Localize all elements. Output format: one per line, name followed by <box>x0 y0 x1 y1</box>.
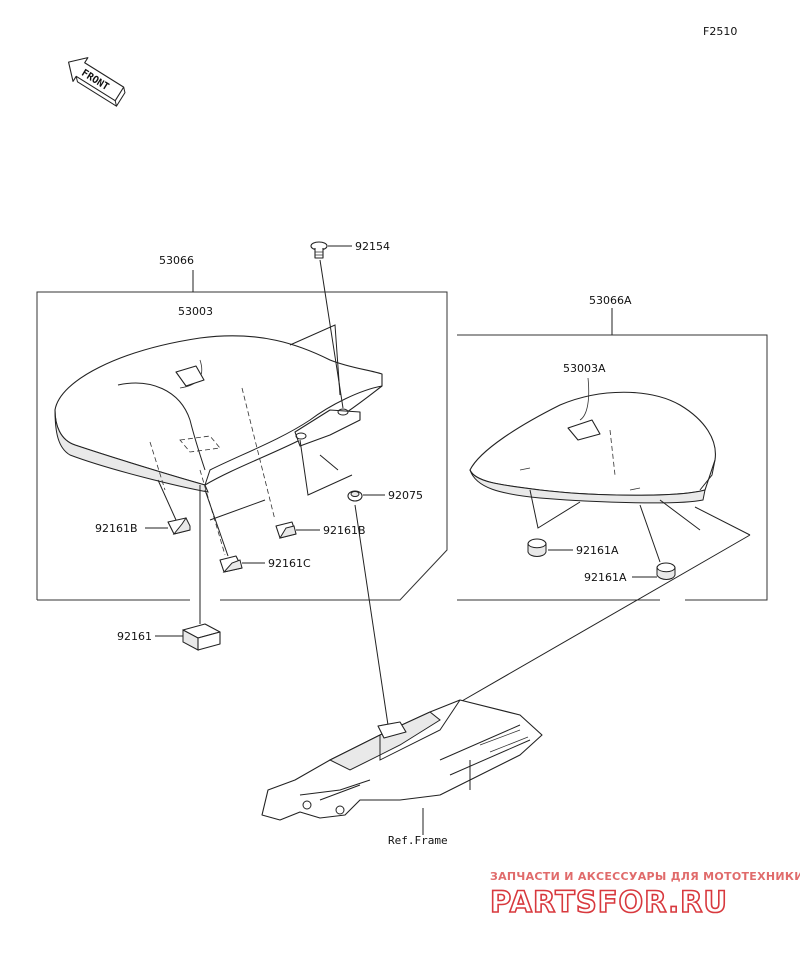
seat-main-cover-label: 53003 <box>178 305 213 318</box>
damper-icon <box>182 623 221 651</box>
rear-seat-axis-line <box>454 534 751 706</box>
damper-c-label: 92161C <box>268 557 311 570</box>
damper-c-icon <box>219 555 243 573</box>
watermark-brand: PARTSFOR.RU <box>490 885 728 919</box>
seat-main-group: 53066 53003 92154 <box>36 240 448 651</box>
damper-b-left-label: 92161B <box>95 522 138 535</box>
grommet-label: 92075 <box>388 489 423 502</box>
frame-group: Ref.Frame <box>261 504 751 847</box>
bolt-axis-line <box>319 259 344 409</box>
seat-rear-cover-label: 53003A <box>563 362 606 375</box>
grommet-icon <box>347 490 363 502</box>
watermark-tagline: ЗАПЧАСТИ И АКСЕССУАРЫ ДЛЯ МОТОТЕХНИКИ <box>490 870 800 883</box>
guide-line <box>149 441 166 491</box>
watermark-logo: ЗАПЧАСТИ И АКСЕССУАРЫ ДЛЯ МОТОТЕХНИКИ PA… <box>489 870 800 920</box>
grommet-axis-line <box>354 504 389 726</box>
bolt-icon <box>310 241 328 259</box>
seat-rear-group: 53066A 53003A 92161A 92161A <box>457 294 768 601</box>
bolt-label: 92154 <box>355 240 390 253</box>
rear-seat-axis-line <box>694 506 751 536</box>
damper-b-right-label: 92161B <box>323 524 366 537</box>
seat-main-bracket <box>36 291 448 601</box>
seat-main-label: 53066 <box>159 254 194 267</box>
frame-label: Ref.Frame <box>388 834 448 847</box>
diagram-code: F2510 <box>703 25 737 38</box>
damper-b-left-axis <box>157 479 177 521</box>
damper-a-right-icon <box>656 562 676 580</box>
damper-b-left-icon <box>167 517 191 535</box>
guide-line <box>241 387 276 521</box>
damper-c-axis <box>204 489 229 557</box>
damper-a-left-label: 92161A <box>576 544 619 557</box>
projection-lines <box>529 489 581 529</box>
seat-rear-label: 53066A <box>589 294 632 307</box>
frame-icon <box>261 699 543 821</box>
seat-rear-icon <box>469 377 716 504</box>
damper-a-right-label: 92161A <box>584 571 627 584</box>
damper-a-left-icon <box>527 538 547 557</box>
damper-label: 92161 <box>117 630 152 643</box>
projection-lines <box>209 499 266 521</box>
front-arrow-icon: FRONT <box>68 57 126 107</box>
projection-lines <box>639 499 701 563</box>
damper-b-right-icon <box>275 521 297 539</box>
projection-lines <box>289 324 353 496</box>
seat-main-icon <box>54 335 383 493</box>
